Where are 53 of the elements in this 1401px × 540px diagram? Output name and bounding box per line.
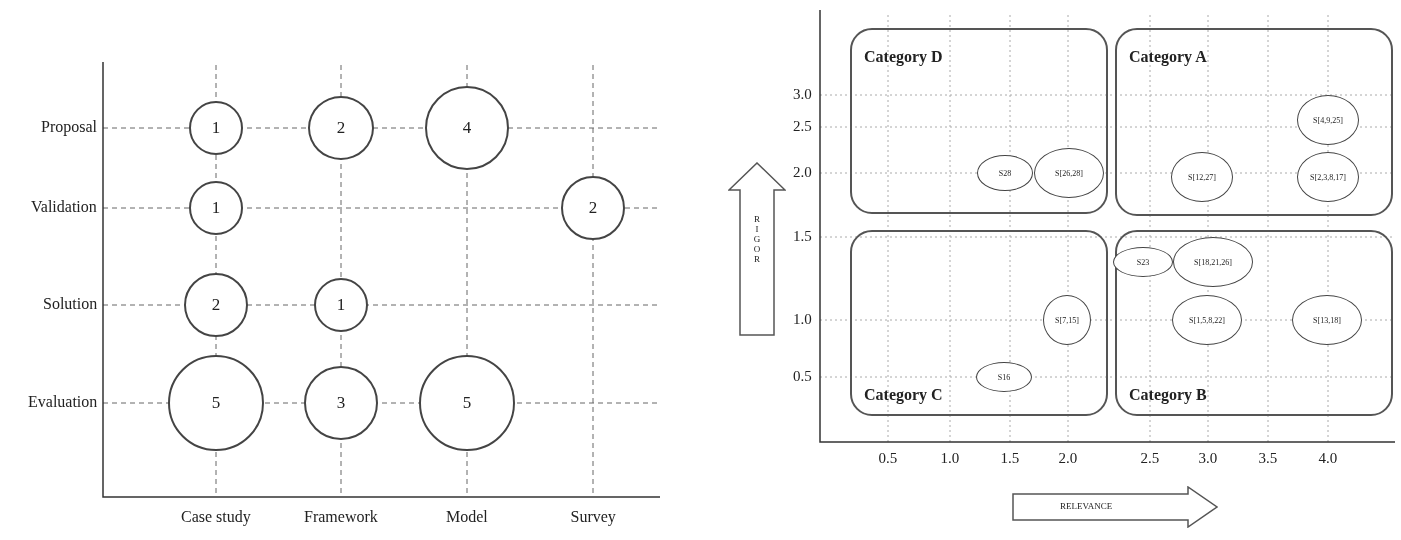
bubble: 1 [189, 101, 243, 155]
category-heading: Category B [1129, 386, 1207, 404]
category-region [850, 230, 1108, 416]
tick-label: 0.5 [793, 368, 812, 385]
bubble: S[1,5,8,22] [1172, 295, 1242, 345]
tick-label: 2.0 [1058, 450, 1078, 467]
tick-label: 2.5 [793, 118, 812, 135]
tick-label: 2.0 [793, 164, 812, 181]
axis-category-label: Case study [181, 508, 251, 526]
bubble: 2 [184, 273, 248, 337]
bubble: 2 [561, 176, 625, 240]
axis-title: RIGOR [751, 214, 763, 264]
tick-label: 1.5 [793, 228, 812, 245]
tick-label: 2.5 [1140, 450, 1160, 467]
tick-label: 4.0 [1318, 450, 1338, 467]
bubble: S[12,27] [1171, 152, 1233, 202]
tick-label: 3.5 [1258, 450, 1278, 467]
bubble: S16 [976, 362, 1032, 392]
tick-label: 1.5 [1000, 450, 1020, 467]
axis-category-label: Validation [31, 198, 97, 216]
category-region [1115, 28, 1393, 216]
axis-category-label: Survey [570, 508, 616, 526]
bubble: 3 [304, 366, 378, 440]
category-heading: Category C [864, 386, 943, 404]
bubble: 1 [189, 181, 243, 235]
tick-label: 3.0 [1198, 450, 1218, 467]
bubble: S[18,21,26] [1173, 237, 1253, 287]
bubble: S[2,3,8,17] [1297, 152, 1359, 202]
tick-label: 0.5 [878, 450, 898, 467]
category-heading: Category A [1129, 48, 1207, 66]
bubble: 4 [425, 86, 509, 170]
axis-category-label: Proposal [41, 118, 97, 136]
bubble: S[7,15] [1043, 295, 1091, 345]
bubble: 1 [314, 278, 368, 332]
category-region [850, 28, 1108, 214]
bubble: S[4,9,25] [1297, 95, 1359, 145]
bubble: 5 [168, 355, 264, 451]
category-region [1115, 230, 1393, 416]
axis-category-label: Solution [43, 295, 98, 313]
axis-category-label: Framework [304, 508, 378, 526]
bubble: S23 [1113, 247, 1173, 277]
axis-category-label: Evaluation [28, 393, 98, 411]
axis-category-label: Model [446, 508, 488, 526]
bubble: S28 [977, 155, 1033, 191]
category-heading: Category D [864, 48, 943, 66]
bubble: 5 [419, 355, 515, 451]
bubble: S[26,28] [1034, 148, 1104, 198]
tick-label: 1.0 [940, 450, 960, 467]
bubble: S[13,18] [1292, 295, 1362, 345]
tick-label: 3.0 [793, 86, 812, 103]
axis-title: RELEVANCE [1060, 501, 1113, 511]
bubble: 2 [308, 96, 374, 160]
tick-label: 1.0 [793, 311, 812, 328]
